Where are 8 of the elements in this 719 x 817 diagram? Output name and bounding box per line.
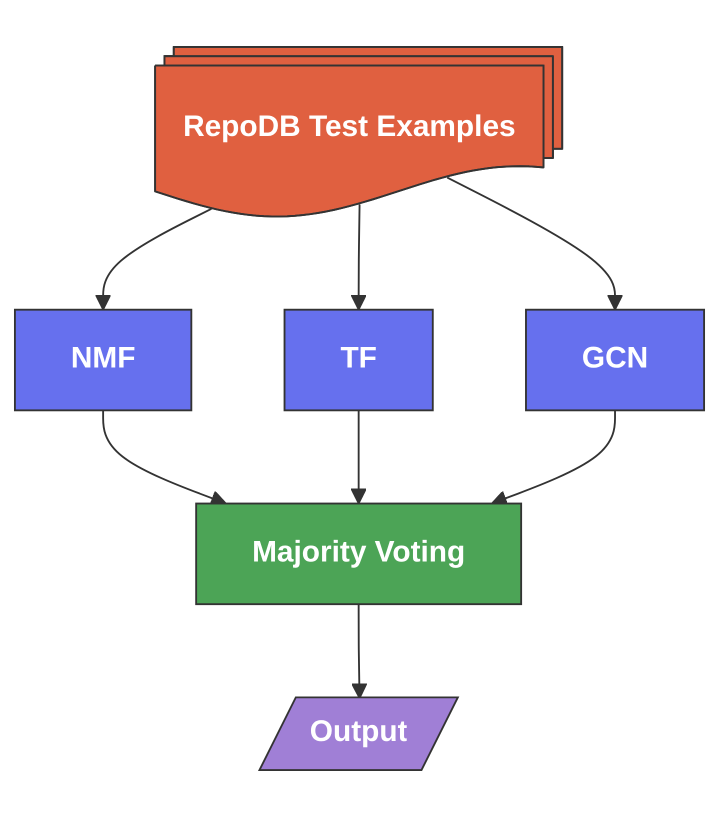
- arrow: [350, 410, 367, 504]
- arrow: [350, 204, 367, 310]
- arrow: [94, 208, 212, 310]
- node-box: Majority Voting: [195, 502, 522, 606]
- node-box: GCN: [525, 308, 706, 412]
- arrow: [446, 176, 624, 310]
- node-box: TF: [284, 308, 434, 412]
- node-box: NMF: [14, 308, 192, 412]
